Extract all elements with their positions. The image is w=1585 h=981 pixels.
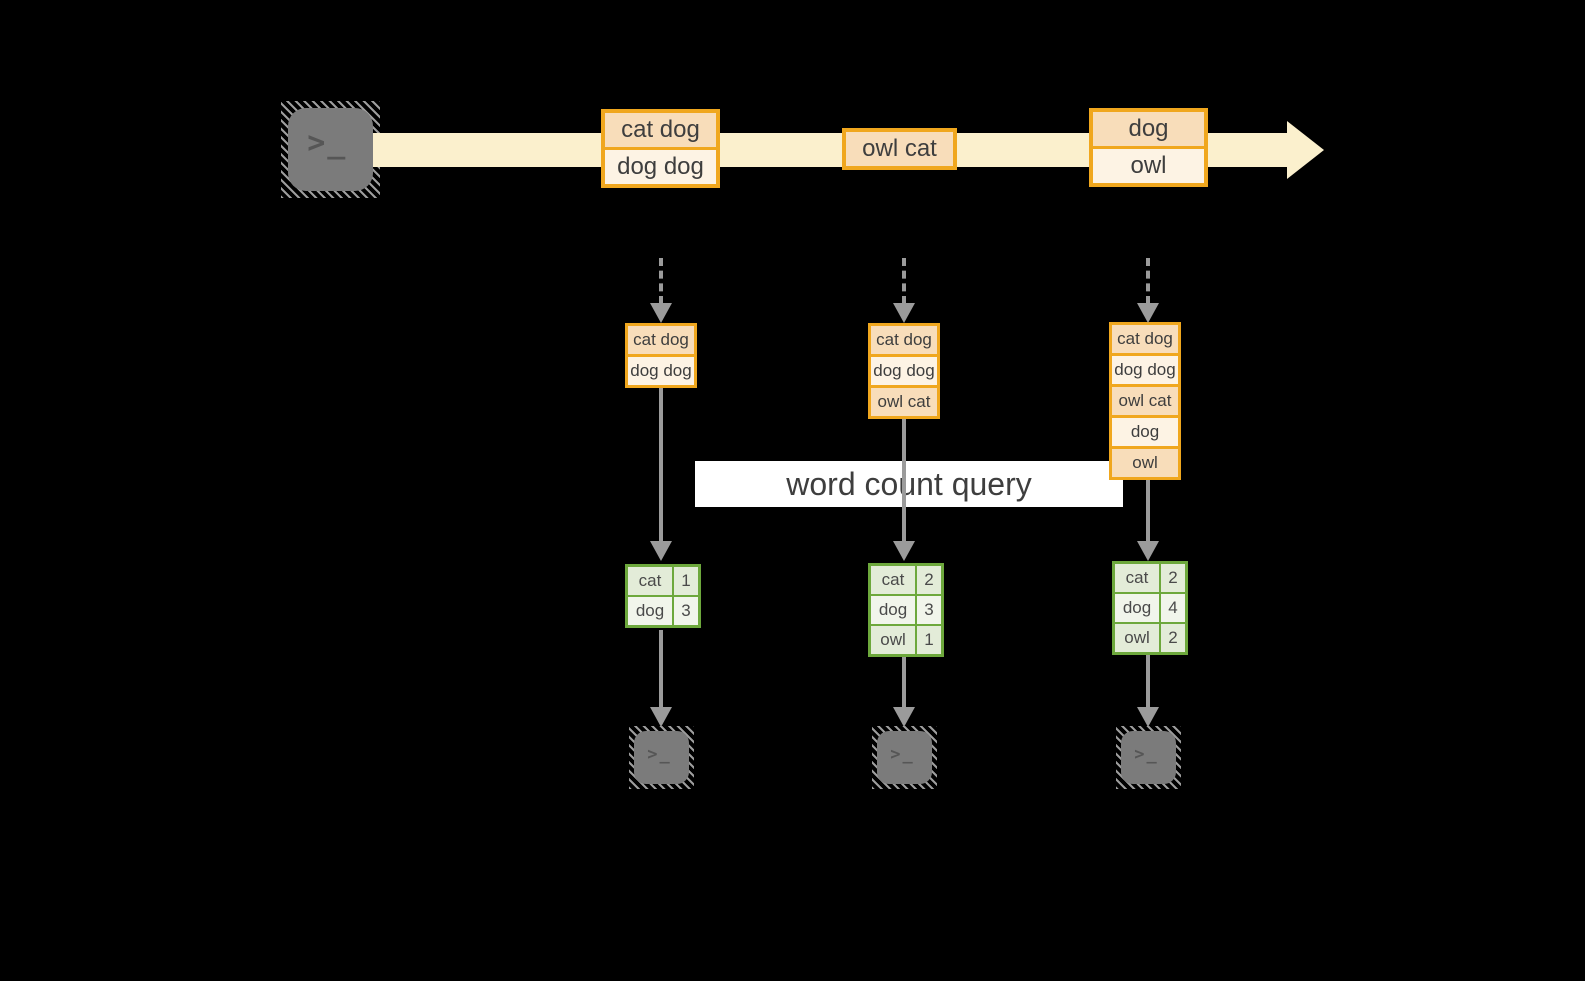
stream-arrowhead-icon [1287, 121, 1324, 179]
dashed-arrow-line [902, 258, 906, 304]
connector-arrowhead-icon [650, 707, 672, 727]
connector-arrowhead-icon [893, 541, 915, 561]
connector-arrowhead-icon [650, 541, 672, 561]
connector-arrowhead-icon [1137, 541, 1159, 561]
event-box-3: dog owl [1089, 108, 1208, 187]
connector-line [1146, 655, 1150, 707]
dashed-arrow-line [659, 258, 663, 304]
event-record: owl cat [846, 132, 953, 166]
sink-terminal-icon-3: >_ [1116, 726, 1181, 789]
state-record: owl [1112, 446, 1178, 477]
event-record: dog [1093, 112, 1204, 146]
connector-line [659, 388, 663, 541]
event-record: dog dog [605, 147, 716, 184]
count-word: cat [871, 566, 915, 594]
dashed-arrow-line [1146, 258, 1150, 304]
sink-terminal-icon-2: >_ [872, 726, 937, 789]
count-word: dog [1115, 594, 1159, 622]
event-record: cat dog [605, 113, 716, 147]
count-value: 3 [674, 597, 698, 625]
count-table-2: cat 2 dog 3 owl 1 [868, 563, 944, 657]
event-box-1: cat dog dog dog [601, 109, 720, 188]
count-value: 4 [1161, 594, 1185, 622]
count-word: owl [1115, 624, 1159, 652]
count-value: 3 [917, 596, 941, 624]
count-word: cat [628, 567, 672, 595]
terminal-screen: >_ [288, 108, 373, 191]
connector-line [659, 630, 663, 707]
sink-terminal-icon-1: >_ [629, 726, 694, 789]
connector-arrowhead-icon [893, 707, 915, 727]
state-record: dog dog [871, 354, 937, 385]
source-terminal-icon: >_ [281, 101, 380, 198]
count-value: 1 [674, 567, 698, 595]
count-table-1: cat 1 dog 3 [625, 564, 701, 628]
count-word: dog [871, 596, 915, 624]
terminal-prompt-icon: >_ [890, 743, 915, 764]
state-box-3: cat dog dog dog owl cat dog owl [1109, 322, 1181, 480]
dashed-arrowhead-icon [1137, 303, 1159, 323]
query-banner: word count query [695, 461, 1123, 507]
count-value: 1 [917, 626, 941, 654]
count-value: 2 [1161, 624, 1185, 652]
count-table-3: cat 2 dog 4 owl 2 [1112, 561, 1188, 655]
state-record: dog [1112, 415, 1178, 446]
query-label: word count query [786, 465, 1032, 502]
state-record: cat dog [1112, 325, 1178, 353]
dashed-arrowhead-icon [650, 303, 672, 323]
count-word: dog [628, 597, 672, 625]
terminal-prompt-icon: >_ [647, 743, 672, 764]
state-record: dog dog [628, 354, 694, 385]
state-box-1: cat dog dog dog [625, 323, 697, 388]
connector-line [902, 419, 906, 541]
dashed-arrowhead-icon [893, 303, 915, 323]
count-word: cat [1115, 564, 1159, 592]
connector-arrowhead-icon [1137, 707, 1159, 727]
state-box-2: cat dog dog dog owl cat [868, 323, 940, 419]
count-value: 2 [917, 566, 941, 594]
state-record: cat dog [628, 326, 694, 354]
terminal-prompt-icon: >_ [307, 125, 348, 161]
state-record: owl cat [1112, 384, 1178, 415]
terminal-screen: >_ [877, 731, 932, 784]
connector-line [1146, 480, 1150, 541]
terminal-screen: >_ [634, 731, 689, 784]
terminal-screen: >_ [1121, 731, 1176, 784]
event-box-2: owl cat [842, 128, 957, 170]
state-record: owl cat [871, 385, 937, 416]
count-value: 2 [1161, 564, 1185, 592]
state-record: cat dog [871, 326, 937, 354]
event-record: owl [1093, 146, 1204, 183]
connector-line [902, 657, 906, 707]
state-record: dog dog [1112, 353, 1178, 384]
count-word: owl [871, 626, 915, 654]
terminal-prompt-icon: >_ [1134, 743, 1159, 764]
